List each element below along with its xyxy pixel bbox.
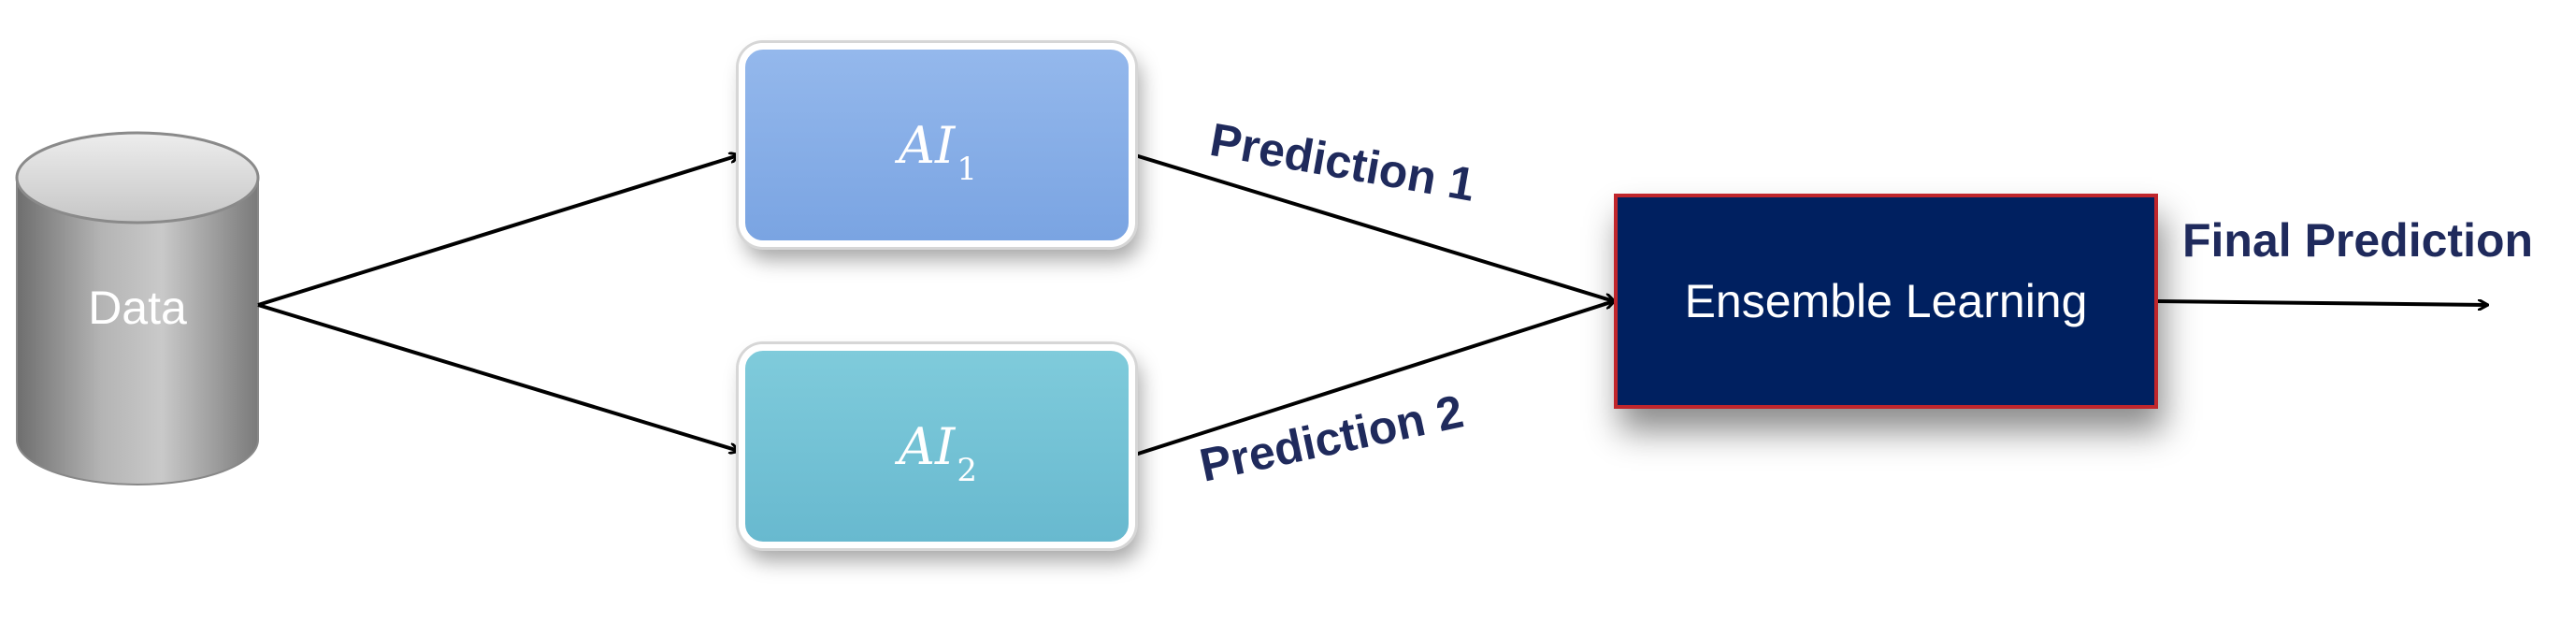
edge-data-to-ai1 bbox=[257, 155, 739, 307]
ensemble-learning-node: Ensemble Learning bbox=[1614, 194, 2158, 409]
ai-model-2-node: AI2 bbox=[739, 344, 1135, 548]
edge-ai2-to-ensemble bbox=[1134, 301, 1614, 456]
ensemble-learning-label: Ensemble Learning bbox=[1684, 275, 2088, 327]
edge-ensemble-to-output bbox=[2157, 301, 2487, 305]
data-node-label: Data bbox=[88, 282, 187, 334]
final-prediction-label: Final Prediction bbox=[2182, 214, 2534, 267]
ai-model-2-label: AI2 bbox=[899, 416, 977, 489]
ai-model-1-node: AI1 bbox=[739, 43, 1135, 247]
database-cylinder-icon bbox=[15, 131, 260, 485]
edge-data-to-ai2 bbox=[257, 303, 739, 451]
ai-model-1-label: AI1 bbox=[899, 115, 977, 188]
edge-ai1-to-ensemble bbox=[1134, 153, 1614, 301]
